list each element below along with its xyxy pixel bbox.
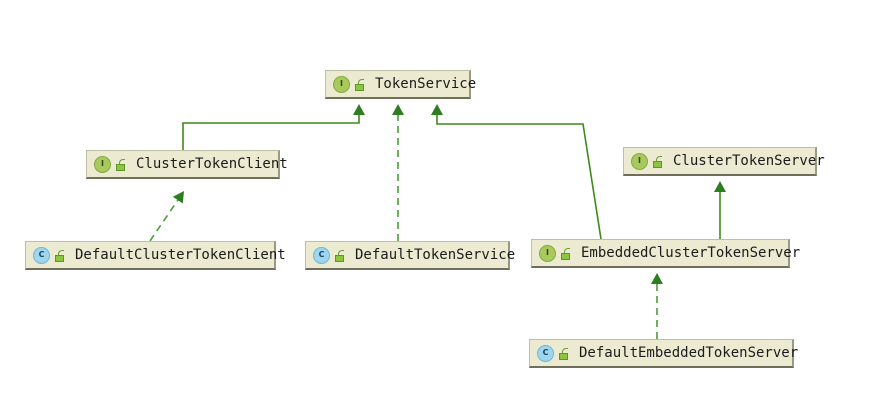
node-default-token-service[interactable]: C DefaultTokenService (305, 241, 515, 270)
node-cluster-token-client[interactable]: I ClusterTokenClient (86, 150, 288, 179)
arrowhead-filled-triangle (172, 191, 184, 204)
unlocked-padlock-icon (560, 247, 572, 260)
edge-line (182, 115, 360, 150)
interface-icon: I (631, 152, 648, 170)
arrowhead-filled-triangle (392, 104, 404, 115)
edge-default-token-service-to-token-service (392, 104, 404, 241)
unlocked-padlock-icon (558, 347, 570, 360)
node-token-service[interactable]: I TokenService (325, 70, 476, 99)
interface-icon: I (94, 155, 111, 173)
class-icon: C (313, 246, 330, 264)
node-cluster-token-server[interactable]: I ClusterTokenServer (623, 147, 825, 176)
node-label: ClusterTokenClient (136, 156, 288, 172)
node-label: EmbeddedClusterTokenServer (581, 245, 801, 261)
edge-default-embedded-token-server-to-embedded-cluster-token-server (651, 273, 663, 339)
node-default-cluster-token-client[interactable]: C DefaultClusterTokenClient (25, 241, 286, 270)
edge-default-cluster-token-client-to-cluster-token-client (149, 191, 184, 242)
unlocked-padlock-icon (54, 249, 66, 262)
node-label: DefaultEmbeddedTokenServer (579, 345, 799, 361)
class-icon: C (33, 246, 50, 264)
node-label: ClusterTokenServer (673, 153, 825, 169)
arrowhead-filled-triangle (353, 104, 365, 115)
edge-line (149, 199, 179, 242)
interface-icon: I (333, 75, 350, 93)
node-label: DefaultClusterTokenClient (75, 247, 286, 263)
edge-cluster-token-client-to-token-service (182, 104, 365, 150)
unlocked-padlock-icon (354, 78, 366, 91)
interface-icon: I (539, 244, 556, 262)
class-icon: C (537, 344, 554, 362)
edge-line (436, 115, 602, 240)
arrowhead-filled-triangle (714, 181, 726, 192)
arrowhead-filled-triangle (431, 104, 443, 115)
edge-embedded-cluster-token-server-to-token-service (431, 104, 602, 240)
unlocked-padlock-icon (652, 155, 664, 168)
unlocked-padlock-icon (334, 249, 346, 262)
node-label: DefaultTokenService (355, 247, 516, 263)
edge-embedded-cluster-token-server-to-cluster-token-server (714, 181, 726, 239)
unlocked-padlock-icon (115, 158, 127, 171)
arrowhead-filled-triangle (651, 273, 663, 284)
node-embedded-cluster-token-server[interactable]: I EmbeddedClusterTokenServer (531, 239, 800, 268)
node-label: TokenService (375, 76, 477, 92)
node-default-embedded-token-server[interactable]: C DefaultEmbeddedTokenServer (529, 339, 798, 368)
